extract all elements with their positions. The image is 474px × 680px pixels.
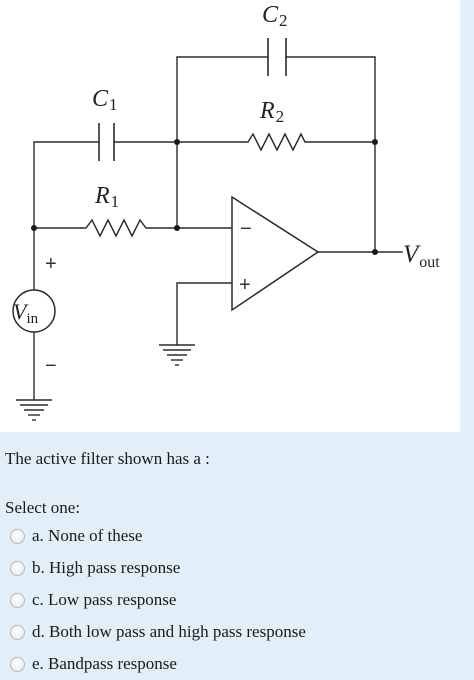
answer-options: a. None of these b. High pass response c… <box>10 520 306 680</box>
label-vin: Vin <box>13 299 39 327</box>
circuit-schematic: C2 C1 R2 R1 Vin Vout − + + − <box>12 2 440 421</box>
wire-c2-right <box>285 56 376 253</box>
option-d[interactable]: d. Both low pass and high pass response <box>10 616 306 648</box>
resistor-r2 <box>243 132 307 152</box>
option-label: b. High pass response <box>32 558 181 577</box>
wire-noninverting-ground <box>176 282 233 346</box>
question-text: The active filter shown has a : <box>5 449 210 468</box>
label-c2: C2 <box>262 2 288 30</box>
capacitor-c2 <box>267 38 287 76</box>
option-e[interactable]: e. Bandpass response <box>10 648 306 680</box>
source-minus-sign: − <box>45 355 57 377</box>
source-ground-icon <box>16 399 52 421</box>
label-r2: R2 <box>259 98 284 126</box>
op-amp-plus-sign: + <box>239 274 251 296</box>
ground-icon <box>159 344 195 366</box>
capacitor-c1 <box>98 123 115 161</box>
option-b[interactable]: b. High pass response <box>10 552 306 584</box>
option-label: c. Low pass response <box>32 590 177 609</box>
label-vout: Vout <box>403 241 440 271</box>
source-plus-sign: + <box>45 253 57 275</box>
wire-c2-left <box>176 56 269 229</box>
radio-button-icon[interactable] <box>10 528 25 544</box>
radio-button-icon[interactable] <box>10 592 25 608</box>
option-c[interactable]: c. Low pass response <box>10 584 306 616</box>
option-label: d. Both low pass and high pass response <box>32 622 306 641</box>
junction-dots <box>31 139 378 255</box>
option-label: e. Bandpass response <box>32 654 177 673</box>
resistor-r1 <box>80 218 150 238</box>
circuit-diagram: C2 C1 R2 R1 Vin Vout − + + − <box>0 0 460 432</box>
label-c1: C1 <box>92 86 118 114</box>
voltage-source <box>12 289 56 333</box>
option-a[interactable]: a. None of these <box>10 520 306 552</box>
radio-button-icon[interactable] <box>10 656 25 672</box>
option-label: a. None of these <box>32 526 143 545</box>
wire-c1-left <box>33 141 100 229</box>
radio-button-icon[interactable] <box>10 560 25 576</box>
op-amp-minus-sign: − <box>240 218 252 240</box>
select-one-prompt: Select one: <box>5 498 81 517</box>
label-r1: R1 <box>94 183 119 211</box>
radio-button-icon[interactable] <box>10 624 25 640</box>
op-amp <box>231 195 320 312</box>
